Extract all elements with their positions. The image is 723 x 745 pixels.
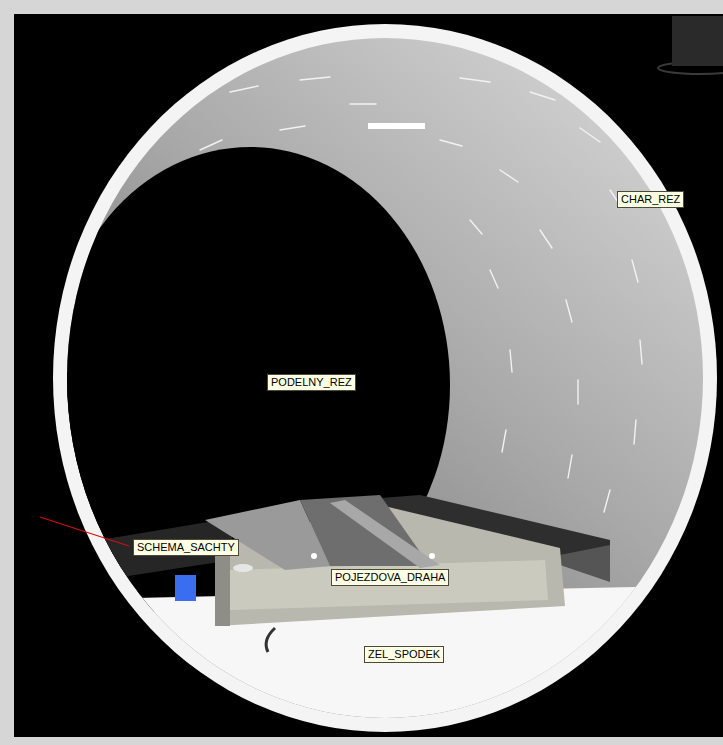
lamp (368, 123, 425, 129)
rail-head (311, 553, 317, 559)
label-text: SCHEMA_SACHTY (137, 541, 235, 554)
shaft-block (672, 16, 723, 66)
label-tag: PODELNY_REZ (267, 374, 356, 391)
label-text: PODELNY_REZ (271, 376, 352, 389)
label-tag: POJEZDOVA_DRAHA (331, 569, 449, 586)
rail-head (429, 553, 435, 559)
label-tag: ZEL_SPODEK (364, 646, 444, 663)
leader-line (40, 517, 129, 546)
bed-wall (215, 545, 230, 626)
track-bed-floor (230, 560, 548, 610)
platform-edge (560, 545, 610, 582)
label-tag: CHAR_REZ (617, 191, 684, 208)
label-text: POJEZDOVA_DRAHA (335, 571, 445, 584)
label-tag: SCHEMA_SACHTY (133, 539, 239, 556)
pipe (233, 564, 253, 572)
label-text: CHAR_REZ (621, 193, 680, 206)
drain (266, 628, 275, 652)
label-text: ZEL_SPODEK (368, 648, 440, 661)
lining-joints (90, 77, 642, 512)
rail-beam (330, 500, 440, 568)
blue-box (175, 575, 196, 601)
